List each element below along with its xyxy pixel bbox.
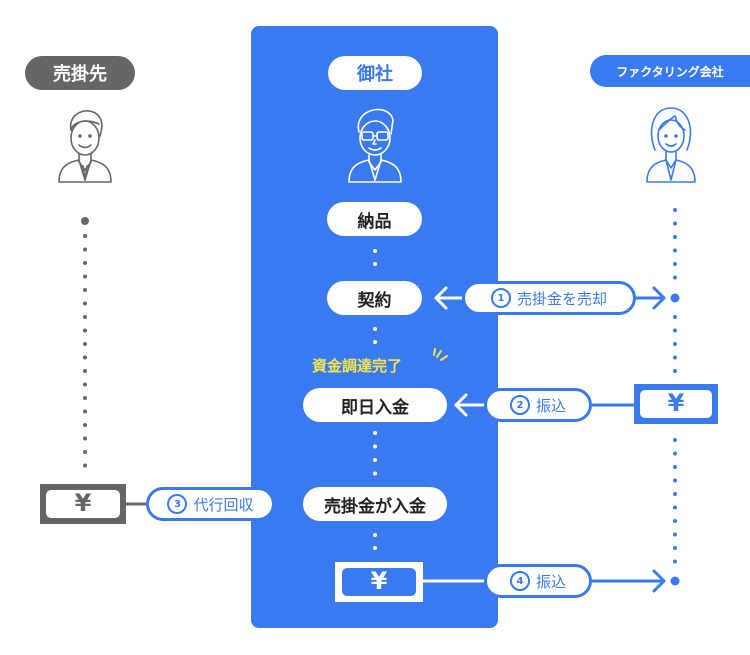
- step-number-3: 3: [167, 494, 188, 514]
- arrow-right-icon: [634, 286, 666, 310]
- flow-label: 振込: [535, 572, 566, 591]
- flow-label: 売掛金を売却: [516, 289, 607, 308]
- money-note-factoring: [634, 384, 718, 424]
- arrow-right-icon: [590, 569, 666, 593]
- businessman-glasses-icon: [348, 108, 402, 183]
- arrow-left-icon: [454, 393, 486, 417]
- step-same-day-deposit: 即日入金: [303, 388, 447, 422]
- flow-2-transfer: 2 振込: [484, 388, 592, 422]
- step-number-4: 4: [509, 571, 530, 591]
- yen-icon: ¥: [74, 489, 92, 517]
- funding-complete-label: 資金調達完了: [312, 357, 403, 375]
- arrow-right-icon: [273, 492, 302, 516]
- businesswoman-icon: [646, 107, 696, 183]
- yen-icon: ¥: [667, 389, 685, 417]
- step-number-1: 1: [490, 288, 511, 308]
- factoring-header: ファクタリング会社: [590, 55, 750, 87]
- buyer-timeline-start-dot: [81, 217, 89, 225]
- flow-label: 振込: [535, 396, 566, 415]
- flow-1-sell-receivable: 1 売掛金を売却: [462, 281, 636, 315]
- step-receivable-deposited: 売掛金が入金: [303, 487, 447, 521]
- flow-4-transfer: 4 振込: [484, 564, 592, 598]
- step-delivery: 納品: [327, 202, 422, 236]
- businessman-icon: [58, 110, 112, 183]
- company-panel: [251, 26, 498, 628]
- flow-label: 代行回収: [193, 495, 254, 514]
- company-header: 御社: [328, 56, 422, 90]
- step-contract: 契約: [327, 281, 422, 315]
- sparkle-icon: [433, 348, 448, 361]
- money-note-buyer: [40, 484, 126, 524]
- step-number-2: 2: [509, 395, 530, 415]
- arrow-left-icon: [434, 286, 464, 310]
- yen-icon: ¥: [370, 567, 388, 595]
- buyer-header: 売掛先: [25, 56, 135, 90]
- money-note-company: [335, 562, 423, 602]
- flow-3-collection: 3 代行回収: [146, 487, 275, 521]
